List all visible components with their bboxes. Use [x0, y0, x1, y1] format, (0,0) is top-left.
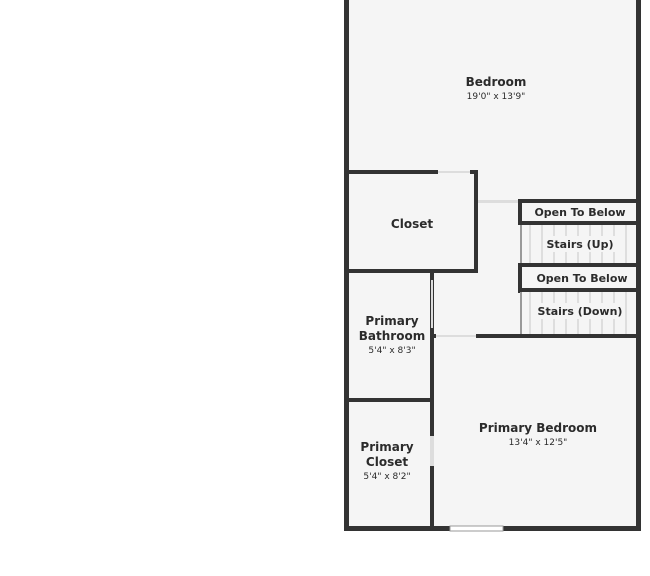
door-opening: [431, 280, 433, 328]
bedroom-label: Bedroom: [466, 75, 527, 89]
stair-rail: [520, 292, 522, 334]
primary-closet-label-line1: Primary: [360, 440, 413, 454]
primary-bathroom-dimensions: 5'4" x 8'3": [368, 346, 415, 356]
label-bg: [538, 303, 622, 319]
wall: [430, 466, 434, 531]
wall: [518, 263, 641, 267]
primary-bathroom-label-line1: Primary: [365, 314, 418, 328]
wall: [518, 199, 641, 203]
stair-rail: [520, 225, 522, 263]
outer-wall-bottom-left: [344, 526, 450, 531]
wall: [518, 288, 641, 292]
open-to-below-label-2: Open To Below: [536, 272, 627, 285]
primary-closet-dimensions: 5'4" x 8'2": [363, 472, 410, 482]
wall: [518, 263, 522, 293]
window: [449, 525, 504, 532]
wall: [344, 398, 434, 402]
wall: [430, 329, 434, 436]
outer-wall-left: [344, 0, 349, 531]
door-opening: [438, 171, 470, 173]
wall: [344, 269, 478, 273]
wall: [518, 199, 522, 225]
primary-closet-label-line2: Closet: [366, 455, 408, 469]
wall: [474, 170, 478, 273]
stairs-down-label: Stairs (Down): [538, 305, 623, 318]
door-opening: [478, 200, 518, 203]
wall: [476, 334, 641, 338]
primary-bathroom-label-line2: Bathroom: [359, 329, 425, 343]
door-opening: [436, 335, 476, 337]
open-to-below-label-1: Open To Below: [534, 206, 625, 219]
door-opening: [430, 436, 434, 466]
stairs-up-label: Stairs (Up): [546, 238, 613, 251]
label-bg: [544, 236, 616, 252]
primary-bedroom-label: Primary Bedroom: [479, 421, 597, 435]
closet-label: Closet: [391, 217, 433, 231]
wall: [518, 221, 641, 225]
bedroom-dimensions: 19'0" x 13'9": [467, 92, 526, 102]
primary-bedroom-dimensions: 13'4" x 12'5": [509, 438, 568, 448]
outer-wall-bottom-right: [503, 526, 641, 531]
wall: [344, 170, 438, 174]
